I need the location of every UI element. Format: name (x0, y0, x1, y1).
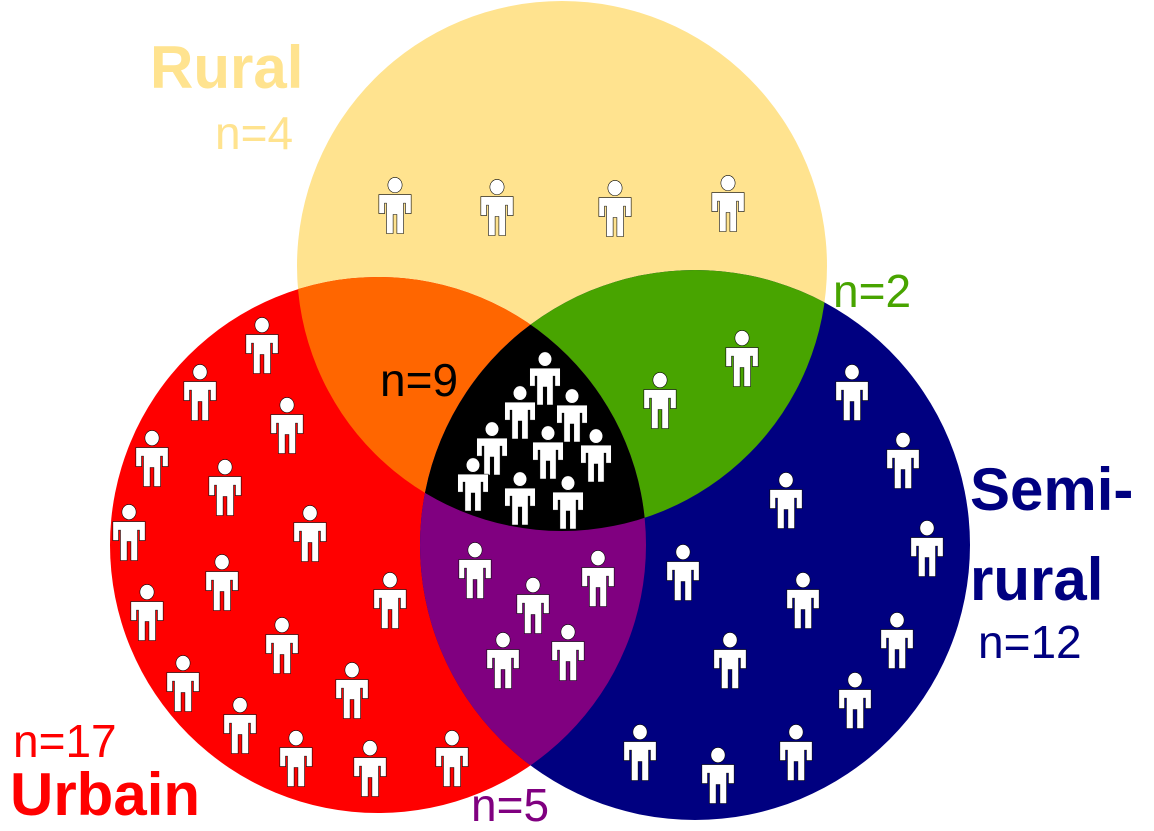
urbain-semirural-count: n=5 (471, 779, 550, 831)
person-icon (711, 175, 745, 232)
semirural-title-line1: Semi- (970, 456, 1134, 523)
person-icon (666, 544, 700, 601)
rural-count: n=4 (215, 107, 294, 159)
rural-title: Rural (150, 34, 304, 101)
person-icon (886, 432, 920, 489)
person-icon (532, 425, 564, 480)
person-icon (373, 572, 407, 629)
person-icon (265, 617, 299, 674)
person-icon (713, 632, 747, 689)
person-icon (552, 475, 584, 530)
person-icon (838, 672, 872, 729)
person-icon (166, 655, 200, 712)
semirural-count: n=12 (978, 616, 1082, 668)
rural-semirural-count: n=2 (833, 265, 912, 317)
person-icon (701, 747, 735, 804)
person-icon (279, 730, 313, 787)
person-icon (205, 554, 239, 611)
person-icon (378, 177, 412, 234)
person-icon (786, 572, 820, 629)
person-icon (835, 364, 869, 421)
person-icon (335, 662, 369, 719)
person-icon (551, 624, 585, 681)
person-icon (779, 724, 813, 781)
person-icon (130, 584, 164, 641)
person-icon (529, 351, 561, 406)
person-icon (910, 520, 944, 577)
person-icon (769, 472, 803, 529)
person-icon (486, 632, 520, 689)
person-icon (245, 317, 279, 374)
person-icon (458, 542, 492, 599)
rural-urbain-count: n=9 (380, 354, 459, 406)
person-icon (504, 471, 536, 526)
person-icon (725, 330, 759, 387)
person-icon (476, 421, 508, 476)
person-icon (183, 364, 217, 421)
person-icon (270, 397, 304, 454)
urbain-count: n=17 (13, 715, 117, 767)
person-icon (135, 430, 169, 487)
person-icon (457, 457, 489, 512)
person-icon (223, 697, 257, 754)
person-icon (353, 740, 387, 797)
person-icon (556, 388, 588, 443)
person-icon (623, 724, 657, 781)
person-icon (208, 459, 242, 516)
person-icon (516, 577, 550, 634)
semirural-title-line2: rural (970, 546, 1104, 613)
person-icon (112, 504, 146, 561)
person-icon (643, 372, 677, 429)
person-icon (480, 179, 514, 236)
person-icon (504, 385, 536, 440)
person-icon (880, 612, 914, 669)
people-icons (112, 175, 944, 804)
person-icon (581, 550, 615, 607)
person-icon (435, 730, 469, 787)
person-icon (598, 180, 632, 237)
urbain-title: Urbain (10, 761, 201, 828)
person-icon (580, 428, 612, 483)
person-icon (293, 505, 327, 562)
